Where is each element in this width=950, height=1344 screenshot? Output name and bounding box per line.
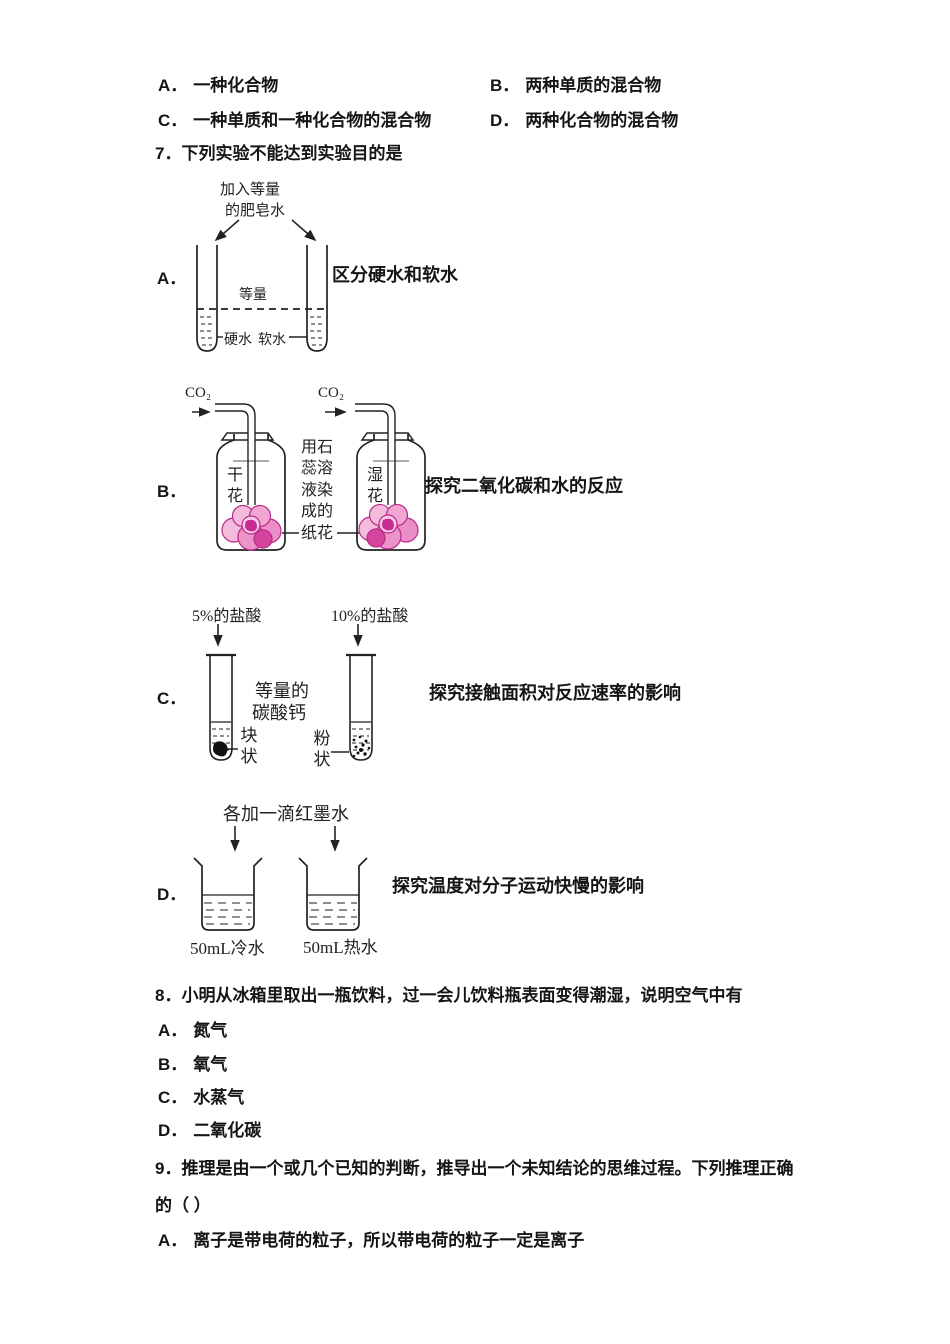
hard-water-label: 硬水 [224,333,252,348]
q7-stem: 7．下列实验不能达到实验目的是 [155,144,403,163]
water-texture-right [310,316,324,346]
option-text: 两种单质的混合物 [525,76,662,95]
option-letter: C． [158,111,188,130]
water-texture [204,902,357,925]
q8-option-b: B． 氧气 [158,1055,227,1075]
experiment-b-diagram [192,403,426,551]
lump-state-label: 块状 [240,726,258,766]
co2-label-right: CO₂ [318,385,345,401]
delivery-tube-left [215,403,256,505]
calcium-carbonate-lump [213,741,228,757]
option-letter: C． [158,1088,188,1107]
q8-option-d: D． 二氧化碳 [158,1121,261,1141]
soap-annotation-line1: 加入等量 [220,182,281,198]
option-letter: B． [158,1055,188,1074]
water-texture-left [200,316,214,346]
red-ink-annotation: 各加一滴红墨水 [223,804,349,824]
option-text: 氮气 [193,1021,228,1040]
equal-amount-label: 等量 [239,288,267,303]
option-text: 氧气 [193,1055,228,1074]
option-text: 水蒸气 [193,1088,245,1107]
experiment-d-letter: D． [157,885,187,904]
option-letter: B． [490,76,520,95]
experiment-a-purpose: 区分硬水和软水 [332,265,458,285]
wet-flower-label: 湿花 [366,467,383,505]
q8-option-a: A． 氮气 [158,1021,227,1041]
q6-option-b: B． 两种单质的混合物 [490,76,661,96]
test-tube-right [349,655,373,761]
q8-stem: 8．小明从冰箱里取出一瓶饮料，过一会儿饮料瓶表面变得潮湿，说明空气中有 [155,986,743,1005]
experiment-c-block: 5%的盐酸 10%的盐酸 等量的 碳酸钙 块状 粉状 C． 探究接触面积对反应速… [155,598,715,788]
q9-stem-line1: 9．推理是由一个或几个已知的判断，推导出一个未知结论的思维过程。下列推理正确 [155,1159,794,1178]
litmus-paper-note: 用石蕊溶液染成的纸花 [301,439,334,542]
experiment-a-diagram [196,219,328,352]
option-text: 离子是带电荷的粒子，所以带电荷的粒子一定是离子 [193,1231,585,1250]
q8-option-c: C． 水蒸气 [158,1088,244,1108]
test-tube-right [306,245,328,352]
beaker-right [298,857,368,931]
q6-option-c: C． 一种单质和一种化合物的混合物 [158,111,431,131]
calcium-carbonate-powder [352,735,371,758]
soft-water-label: 软水 [258,333,286,348]
gas-bottle-right [356,434,426,551]
co2-label-left: CO₂ [185,385,212,401]
experiment-c-purpose: 探究接触面积对反应速率的影响 [429,683,681,703]
hcl-10-label: 10%的盐酸 [331,608,409,625]
cold-water-label: 50mL冷水 [190,939,265,958]
option-letter: D． [490,111,520,130]
experiment-a-block: 加入等量 的肥皂水 A． 等量 硬水 软水 区分硬水和软水 [155,172,715,377]
paper-flower-icon [358,503,419,550]
option-letter: A． [158,1021,188,1040]
experiment-c-letter: C． [157,689,187,708]
option-text: 一种单质和一种化合物的混合物 [193,111,432,130]
option-letter: A． [158,76,188,95]
option-letter: D． [158,1121,188,1140]
q6-option-d: D． 两种化合物的混合物 [490,111,678,131]
paper-flower-icon [221,504,282,551]
experiment-a-letter: A． [157,269,187,288]
arrow-down-left-icon [214,219,240,242]
q6-option-a: A． 一种化合物 [158,76,278,96]
experiment-d-purpose: 探究温度对分子运动快慢的影响 [392,876,644,896]
powder-state-label: 粉状 [313,729,331,769]
experiment-b-letter: B． [157,482,187,501]
hcl-5-label: 5%的盐酸 [192,608,262,625]
soap-annotation-line2: 的肥皂水 [225,203,286,219]
equal-caco3-line2: 碳酸钙 [252,703,306,723]
q9-stem-line2: 的（ ） [155,1196,211,1215]
test-tube-left [196,245,218,352]
experiment-b-purpose: 探究二氧化碳和水的反应 [425,476,623,496]
liquid-texture [212,728,370,751]
experiment-b-block: CO₂ CO₂ 干花 湿花 用石蕊溶液染成的纸花 B． 探究二氧化碳和水的反应 [155,383,715,578]
experiment-c-diagram [206,624,376,761]
option-text: 一种化合物 [193,76,279,95]
experiment-d-diagram [193,826,368,931]
hot-water-label: 50mL热水 [303,938,378,957]
q9-option-a: A． 离子是带电荷的粒子，所以带电荷的粒子一定是离子 [158,1231,584,1251]
delivery-tube-right [355,403,396,505]
option-letter: A． [158,1231,188,1250]
experiment-d-block: 各加一滴红墨水 50mL冷水 50mL热水 D． 探究温度对分子运动快慢的影响 [155,798,715,968]
dry-flower-label: 干花 [226,467,243,505]
option-text: 两种化合物的混合物 [525,111,679,130]
arrow-down-right-icon [291,219,317,242]
equal-caco3-line1: 等量的 [255,681,309,701]
option-text: 二氧化碳 [193,1121,262,1140]
test-tube-left [209,655,233,761]
beaker-left [193,857,263,931]
